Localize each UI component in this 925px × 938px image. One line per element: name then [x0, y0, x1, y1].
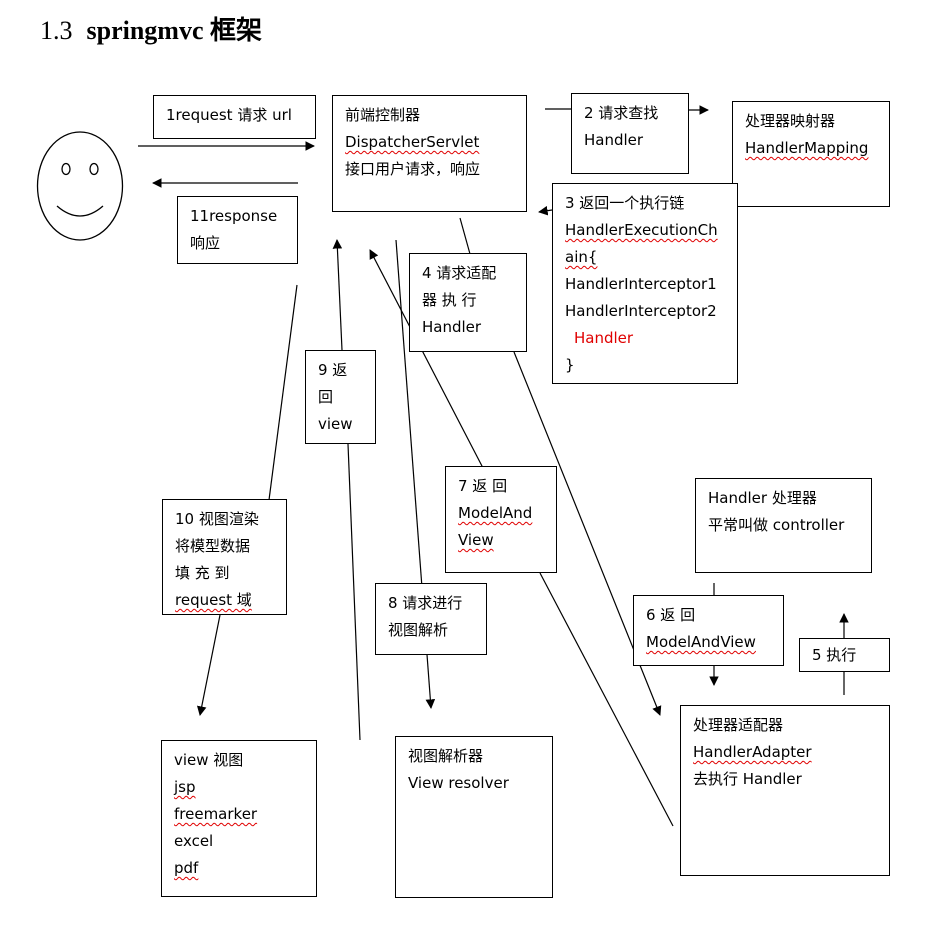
resolver-line-2: View resolver [408, 774, 509, 792]
box-8-line-2: 视图解析 [388, 621, 449, 639]
box-10-view-render: 10 视图渲染 将模型数据 填 充 到 request 域 [162, 499, 287, 615]
view-line-3: freemarker [174, 805, 258, 823]
box-8-line-1: 8 请求进行 [388, 594, 463, 612]
box-1-line-1: 1request 请求 url [166, 106, 292, 124]
box-view: view 视图 jsp freemarker excel pdf [161, 740, 317, 897]
view-line-1: view 视图 [174, 751, 244, 769]
arrow-9-return-view-a [347, 443, 361, 741]
box-6-line-1: 6 返 回 [646, 606, 696, 624]
box-5-line-1: 5 执行 [812, 646, 857, 664]
box-9-line-1: 9 返 [318, 361, 348, 379]
box-9-line-3: view [318, 415, 353, 433]
box-4-line-1: 4 请求适配 [422, 264, 497, 282]
box-10-line-4: request 域 [175, 591, 252, 609]
arrow-7-modelandview-a [539, 572, 674, 827]
section-number: 1.3 [40, 16, 73, 45]
box-10-line-1: 10 视图渲染 [175, 510, 259, 528]
view-line-2: jsp [174, 778, 196, 796]
view-line-5: pdf [174, 859, 199, 877]
arrow-10-render-b [196, 614, 221, 716]
chain-line-5: HandlerInterceptor2 [565, 302, 717, 320]
box-7-return-modelandview: 7 返 回 ModelAnd View [445, 466, 557, 573]
box-7-line-3: View [458, 531, 494, 549]
adapter-line-3: 去执行 Handler [693, 770, 802, 788]
box-2-line-2: Handler [584, 131, 644, 149]
dispatcher-line-3: 接口用户请求，响应 [345, 160, 481, 178]
dispatcher-line-2: DispatcherServlet [345, 133, 480, 151]
arrow-7-modelandview-b [369, 249, 484, 469]
box-9-return-view: 9 返 回 view [305, 350, 376, 444]
box-9-line-2: 回 [318, 388, 334, 406]
view-line-4: excel [174, 832, 214, 850]
box-4-line-3: Handler [422, 318, 482, 336]
adapter-line-2: HandlerAdapter [693, 743, 812, 761]
box-5-execute: 5 执行 [799, 638, 890, 672]
box-11-response: 11response 响应 [177, 196, 298, 264]
chain-line-7: } [565, 356, 575, 374]
box-7-line-2: ModelAnd [458, 504, 533, 522]
box-11-line-2: 响应 [190, 234, 221, 252]
user-smiley-icon [36, 131, 124, 241]
box-8-view-resolve: 8 请求进行 视图解析 [375, 583, 487, 655]
box-6-line-2: ModelAndView [646, 633, 756, 651]
mapping-line-2: HandlerMapping [745, 139, 869, 157]
chain-line-4: HandlerInterceptor1 [565, 275, 717, 293]
mapping-line-1: 处理器映射器 [745, 112, 836, 130]
resolver-line-1: 视图解析器 [408, 747, 484, 765]
box-4-request-adapter: 4 请求适配 器 执 行 Handler [409, 253, 527, 352]
section-title: springmvc 框架 [86, 16, 263, 45]
arrow-10-render-a [268, 284, 298, 501]
box-handler: Handler 处理器 平常叫做 controller [695, 478, 872, 573]
chain-line-2: HandlerExecutionCh [565, 221, 718, 239]
adapter-line-1: 处理器适配器 [693, 716, 784, 734]
box-handler-mapping: 处理器映射器 HandlerMapping [732, 101, 890, 207]
box-10-line-3: 填 充 到 [175, 564, 230, 582]
box-1-request: 1request 请求 url [153, 95, 316, 139]
chain-line-1: 3 返回一个执行链 [565, 194, 685, 212]
handler-line-1: Handler 处理器 [708, 489, 817, 507]
box-2-find-handler: 2 请求查找 Handler [571, 93, 689, 174]
box-7-line-1: 7 返 回 [458, 477, 508, 495]
arrow-3-return-chain [538, 205, 553, 216]
dispatcher-line-1: 前端控制器 [345, 106, 421, 124]
chain-line-6: Handler [574, 329, 634, 347]
arrow-9-return-view-b [332, 239, 343, 351]
box-10-line-2: 将模型数据 [175, 537, 251, 555]
box-6-return-modelandview: 6 返 回 ModelAndView [633, 595, 784, 666]
box-2-line-1: 2 请求查找 [584, 104, 659, 122]
box-view-resolver: 视图解析器 View resolver [395, 736, 553, 898]
box-handler-adapter: 处理器适配器 HandlerAdapter 去执行 Handler [680, 705, 890, 876]
handler-line-2: 平常叫做 controller [708, 516, 845, 534]
box-dispatcher-servlet: 前端控制器 DispatcherServlet 接口用户请求，响应 [332, 95, 527, 212]
arrow-4-to-adapter-a [459, 217, 471, 255]
section-heading: 1.3 springmvc 框架 [40, 10, 262, 47]
box-4-line-2: 器 执 行 [422, 291, 477, 309]
box-11-line-1: 11response [190, 207, 278, 225]
box-3-execution-chain: 3 返回一个执行链 HandlerExecutionCh ain{ Handle… [552, 183, 738, 384]
chain-line-3: ain{ [565, 248, 598, 266]
